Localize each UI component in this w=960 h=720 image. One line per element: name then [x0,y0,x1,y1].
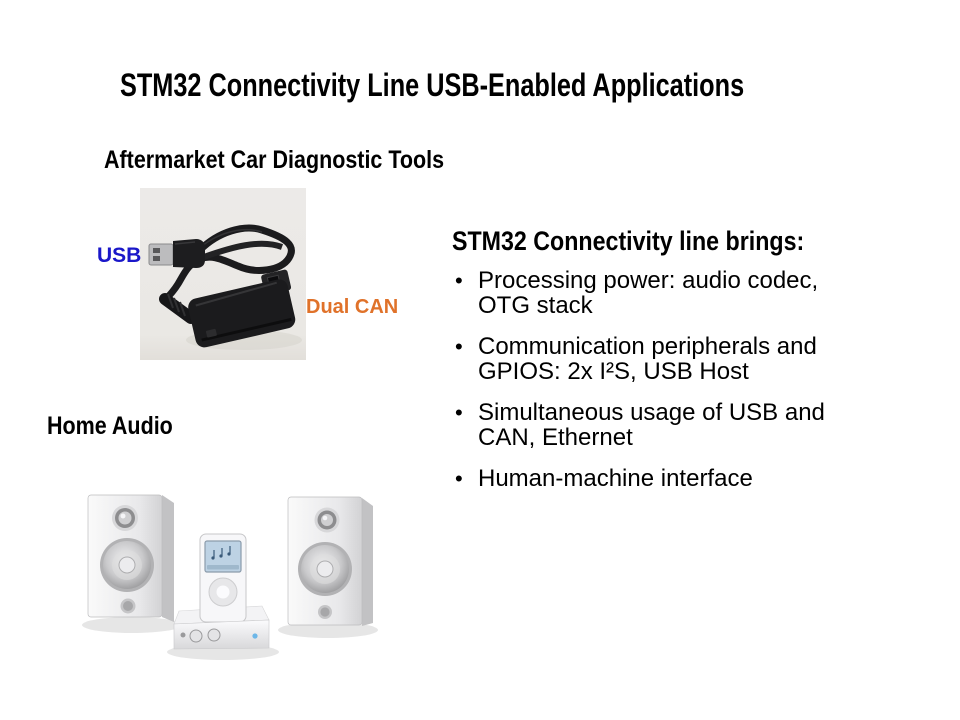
home-audio-photo [75,470,405,690]
usb-connector-label: USB [97,244,142,267]
usb-cable-photo [140,188,306,360]
slide-title: STM32 Connectivity Line USB-Enabled Appl… [120,67,910,104]
feature-bullet: Simultaneous usage of USB and CAN, Ether… [452,400,850,450]
feature-bullet: Processing power: audio codec, OTG stack [452,268,850,318]
home-audio-illustration [82,494,378,660]
feature-bullet: Human-machine interface [452,466,850,491]
diagnostics-section-heading: Aftermarket Car Diagnostic Tools [104,146,445,174]
features-list: Processing power: audio codec, OTG stack… [452,268,850,507]
dual-can-connector-label: Dual CAN [306,296,399,318]
slide-title-text: STM32 Connectivity Line USB-Enabled Appl… [120,67,745,104]
home-audio-section-heading: Home Audio [47,412,173,440]
feature-bullet: Communication peripherals and GPIOS: 2x … [452,334,850,384]
usb-cable-illustration [140,188,306,360]
features-heading: STM32 Connectivity line brings: [452,226,805,256]
